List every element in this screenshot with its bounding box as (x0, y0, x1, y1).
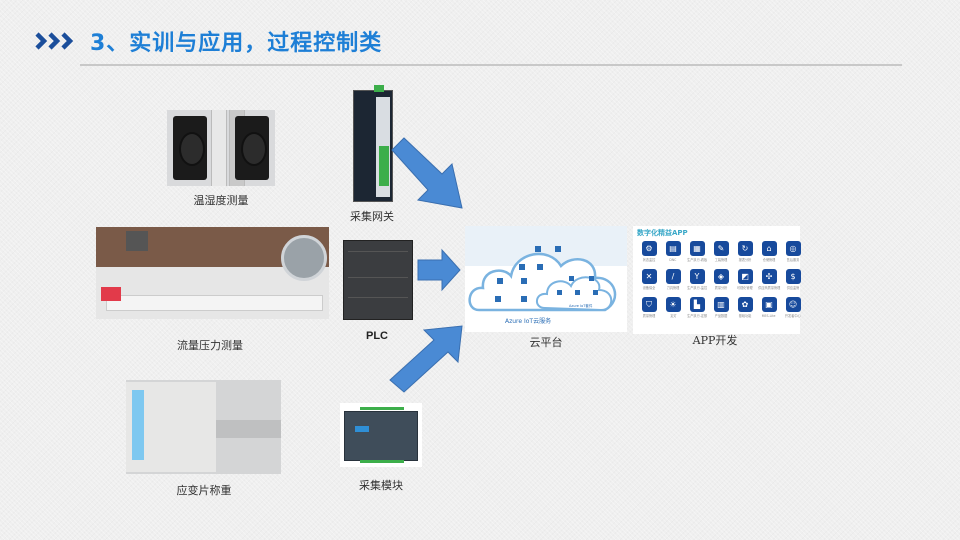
app-icon-item: ▣ MES-Lite (758, 297, 780, 319)
app-icon-label: 开发者中心 (785, 314, 801, 318)
app-icon-item: ⌂ 仓储管理 (758, 241, 780, 263)
app-icon-item: ✿ 基础功能 (734, 297, 756, 319)
cloud-main-label: Azure IoT云服务 (505, 318, 552, 325)
temp-humidity-caption: 温湿度测量 (193, 194, 249, 207)
gateway-photo (353, 85, 393, 202)
app-icon-item: ✣ 供应商质量管理 (758, 269, 780, 291)
app-icon-label: 售后服务 (786, 258, 800, 262)
app-icon-item: ▥ 产品数据 (710, 297, 732, 319)
cloud-icon (465, 226, 627, 312)
app-header: 数字化精益APP (637, 229, 688, 237)
app-icon-item: ☀ 定灯 (662, 297, 684, 319)
arrow-gateway-to-cloud (391, 137, 463, 209)
cloud-platform-image: Azure IoT云服务 Azure IoT套件 (465, 226, 627, 332)
app-tile-icon: ▣ (761, 297, 777, 312)
app-tile-icon: ⌂ (761, 241, 777, 256)
arrow-plc-to-cloud (417, 248, 461, 292)
app-icon-label: 质量分析 (714, 286, 728, 290)
app-icon-item: $ 供应监管 (782, 269, 804, 291)
app-tile-icon: ✣ (761, 269, 777, 284)
app-icon-grid: ⚙ 状态监控 ▤ DNC ▦ 生产执行-看板 ✎ 工装管理 ↻ 报表分析 ⌂ 仓储管理 ◎ 售后服务 ✕ 设备… (638, 241, 804, 319)
app-icon-label: 刀具管理 (666, 286, 680, 290)
app-icon-item: ◩ 可视化管理 (734, 269, 756, 291)
app-icon-item: ▤ DNC (662, 241, 684, 263)
app-icon-label: DNC (669, 258, 677, 262)
strain-weigh-photo (126, 380, 281, 474)
app-icon-label: 供应商质量管理 (757, 286, 781, 290)
app-tile-icon: ▥ (713, 297, 729, 312)
app-icon-label: 产品数据 (714, 314, 728, 318)
app-icon-label: 基础功能 (738, 314, 752, 318)
app-icon-item: ⚙ 状态监控 (638, 241, 660, 263)
app-icon-label: 报表分析 (738, 258, 752, 262)
app-icon-label: 仓储管理 (762, 258, 776, 262)
daq-module-photo (340, 403, 422, 467)
app-icon-label: 生产执行-监控 (686, 286, 708, 290)
app-tile-icon: ⛉ (641, 297, 657, 312)
app-tile-icon: ☺ (785, 297, 801, 312)
app-tile-icon: ▙ (689, 297, 705, 312)
app-tile-icon: ✎ (713, 241, 729, 256)
app-icon-label: 生产执行-定额 (686, 314, 708, 318)
app-icon-item: ◈ 质量分析 (710, 269, 732, 291)
app-icon-label: 供应监管 (786, 286, 800, 290)
app-icon-label: 状态监控 (642, 258, 656, 262)
app-icon-label: 可视化管理 (737, 286, 753, 290)
app-icon-item: ⛉ 质量管理 (638, 297, 660, 319)
flow-pressure-photo (96, 227, 329, 319)
app-tile-icon: ✿ (737, 297, 753, 312)
gateway-caption: 采集网关 (350, 210, 394, 223)
triple-chevron-right-icon (35, 32, 74, 50)
arrow-daq-to-cloud (389, 325, 463, 393)
app-tile-icon: ◈ (713, 269, 729, 284)
app-icon-label: 设备保全 (642, 286, 656, 290)
app-icon-item: ✎ 工装管理 (710, 241, 732, 263)
app-dev-caption: APP开发 (692, 334, 738, 347)
cloud-platform-caption: 云平台 (529, 336, 563, 349)
app-tile-icon: Y (689, 269, 705, 284)
strain-weigh-caption: 应变片称重 (176, 484, 232, 497)
page-title: 3、实训与应用，过程控制类 (90, 31, 383, 56)
app-tile-icon: ▦ (689, 241, 705, 256)
app-icon-item: Y 生产执行-监控 (686, 269, 708, 291)
cloud-sub-label: Azure IoT套件 (569, 304, 593, 308)
app-icon-label: 工装管理 (714, 258, 728, 262)
flow-arrows (389, 137, 463, 393)
app-dev-image: 数字化精益APP ⚙ 状态监控 ▤ DNC ▦ 生产执行-看板 ✎ 工装管理 ↻ 报表分析 ⌂ 仓储管… (633, 226, 801, 334)
app-icon-label: MES-Lite (762, 314, 776, 318)
app-tile-icon: ◩ (737, 269, 753, 284)
app-icon-item: ☺ 开发者中心 (782, 297, 804, 319)
app-icon-label: 质量管理 (642, 314, 656, 318)
title-divider (80, 64, 902, 66)
app-icon-item: ↻ 报表分析 (734, 241, 756, 263)
app-tile-icon: ▤ (665, 241, 681, 256)
app-tile-icon: / (665, 269, 681, 284)
app-icon-item: ✕ 设备保全 (638, 269, 660, 291)
app-tile-icon: ☀ (665, 297, 681, 312)
app-tile-icon: ✕ (641, 269, 657, 284)
plc-caption: PLC (366, 330, 388, 342)
app-tile-icon: $ (785, 269, 801, 284)
daq-module-caption: 采集模块 (359, 479, 403, 492)
plc-photo (343, 240, 413, 320)
temp-humidity-photo (167, 110, 275, 186)
app-tile-icon: ◎ (785, 241, 801, 256)
app-icon-item: ▦ 生产执行-看板 (686, 241, 708, 263)
app-icon-item: / 刀具管理 (662, 269, 684, 291)
app-tile-icon: ↻ (737, 241, 753, 256)
app-icon-item: ◎ 售后服务 (782, 241, 804, 263)
app-icon-label: 生产执行-看板 (686, 258, 708, 262)
app-tile-icon: ⚙ (641, 241, 657, 256)
app-icon-label: 定灯 (669, 314, 677, 318)
app-icon-item: ▙ 生产执行-定额 (686, 297, 708, 319)
flow-pressure-caption: 流量压力测量 (177, 339, 243, 352)
